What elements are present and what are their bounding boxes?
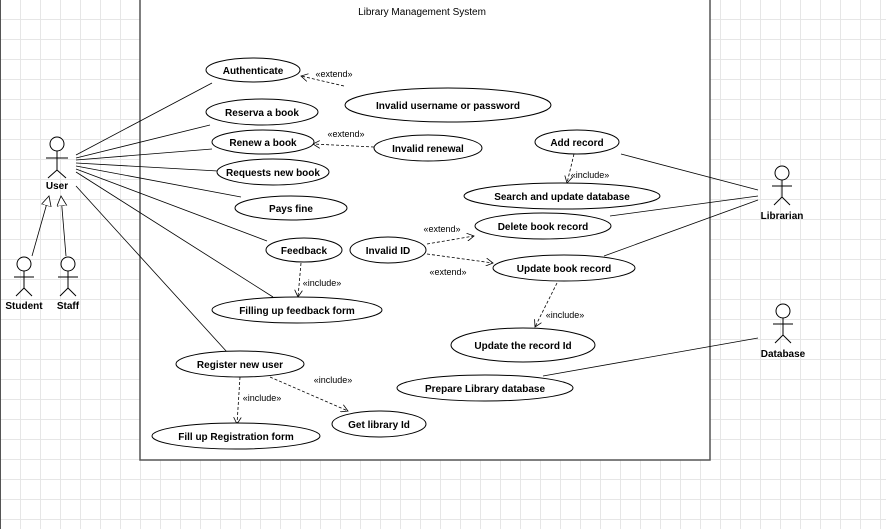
use-case-update-record-id[interactable]: Update the record Id (450, 327, 596, 363)
use-case-label: Invalid ID (366, 246, 410, 257)
use-case-label: Pays fine (269, 204, 313, 215)
user-associations (75, 82, 274, 353)
use-case-ellipse (463, 182, 661, 210)
actor-user[interactable]: User (46, 136, 68, 192)
actor-database-label: Database (761, 349, 806, 360)
use-case-invalid-id[interactable]: Invalid ID (349, 236, 427, 264)
use-case-label: Prepare Library database (425, 384, 545, 395)
use-case-label: Add record (550, 138, 603, 149)
include-label: «include» (243, 393, 282, 403)
use-case-invalid-login[interactable]: Invalid username or password (344, 87, 552, 123)
use-case-update-record[interactable]: Update book record (492, 254, 636, 282)
generalizations (31, 196, 66, 257)
include-label: «include» (546, 310, 585, 320)
use-case-label: Requests new book (226, 168, 320, 179)
use-case-label: Register new user (197, 360, 283, 371)
actor-librarian-label: Librarian (761, 211, 804, 222)
use-case-reserve[interactable]: Reserva a book (205, 98, 319, 126)
use-case-label: Authenticate (223, 66, 284, 77)
include-arrow-record-id (535, 282, 558, 327)
use-case-ellipse (205, 57, 301, 83)
actor-user-figure (46, 136, 68, 179)
use-case-delete-record[interactable]: Delete book record (474, 212, 612, 240)
use-case-label: Feedback (281, 246, 328, 257)
use-case-label: Invalid renewal (392, 144, 464, 155)
actor-database[interactable]: Database (761, 303, 806, 360)
use-case-label: Update the record Id (474, 341, 571, 352)
use-case-ellipse (534, 129, 620, 155)
use-case-ellipse (151, 422, 321, 450)
use-case-renew[interactable]: Renew a book (211, 129, 315, 155)
extend-label: «extend» (423, 224, 460, 234)
use-case-ellipse (265, 237, 343, 263)
use-case-ellipse (211, 296, 383, 324)
extend-arrow-delete (426, 236, 474, 245)
actor-student[interactable]: Student (5, 256, 43, 312)
use-case-feedback[interactable]: Feedback (265, 237, 343, 263)
use-case-ellipse (211, 129, 315, 155)
include-label: «include» (314, 375, 353, 385)
use-case-label: Reserva a book (225, 108, 299, 119)
extend-arrow-renewal (313, 144, 375, 147)
use-case-feedback-form[interactable]: Filling up feedback form (211, 296, 383, 324)
use-case-ellipse (373, 134, 483, 162)
actor-staff-figure (58, 256, 78, 297)
use-case-ellipse (205, 98, 319, 126)
extend-label: «extend» (327, 129, 364, 139)
use-case-ellipse (344, 87, 552, 123)
include-arrow-registration (237, 376, 240, 424)
use-case-ellipse (349, 236, 427, 264)
use-case-label: Invalid username or password (376, 101, 520, 112)
actor-librarian[interactable]: Librarian (761, 165, 804, 222)
include-arrow-feedback (298, 262, 301, 297)
use-case-ellipse (450, 327, 596, 363)
use-case-label: Filling up feedback form (239, 306, 355, 317)
extend-arrow-login (301, 76, 345, 87)
use-case-label: Update book record (517, 264, 611, 275)
use-case-ellipse (331, 410, 427, 438)
use-case-label: Get library Id (348, 420, 410, 431)
use-case-label: Search and update database (494, 192, 630, 203)
use-case-search-update[interactable]: Search and update database (463, 182, 661, 210)
include-label: «include» (303, 278, 342, 288)
use-case-register[interactable]: Register new user (175, 350, 305, 378)
actor-student-figure (14, 256, 34, 297)
use-case-prepare-db[interactable]: Prepare Library database (396, 374, 574, 402)
use-case-registration-form[interactable]: Fill up Registration form (151, 422, 321, 450)
actor-staff[interactable]: Staff (57, 256, 80, 312)
actor-student-label: Student (5, 301, 43, 312)
extend-label: «extend» (429, 267, 466, 277)
use-case-ellipse (216, 158, 330, 186)
actor-staff-label: Staff (57, 301, 80, 312)
actor-user-label: User (46, 181, 68, 192)
use-case-label: Fill up Registration form (178, 432, 294, 443)
use-case-ellipse (234, 195, 348, 221)
use-case-pays-fine[interactable]: Pays fine (234, 195, 348, 221)
use-case-ellipse (474, 212, 612, 240)
use-case-get-library-id[interactable]: Get library Id (331, 410, 427, 438)
actor-database-figure (773, 303, 793, 344)
use-case-requests[interactable]: Requests new book (216, 158, 330, 186)
use-case-label: Renew a book (229, 138, 297, 149)
use-case-ellipse (492, 254, 636, 282)
actor-librarian-figure (772, 165, 792, 206)
use-case-label: Delete book record (498, 222, 589, 233)
use-case-authenticate[interactable]: Authenticate (205, 57, 301, 83)
librarian-associations (542, 153, 759, 377)
use-case-add-record[interactable]: Add record (534, 129, 620, 155)
include-arrow-library-id (269, 376, 348, 411)
extend-label: «extend» (315, 69, 352, 79)
relation-labels: «extend» «extend» «include» «include» «e… (243, 69, 610, 403)
include-label: «include» (571, 170, 610, 180)
use-case-ellipse (396, 374, 574, 402)
extend-arrow-update (426, 253, 493, 263)
use-case-ellipse (175, 350, 305, 378)
use-case-invalid-renewal[interactable]: Invalid renewal (373, 134, 483, 162)
system-title: Library Management System (358, 7, 486, 18)
dependencies (237, 76, 575, 424)
